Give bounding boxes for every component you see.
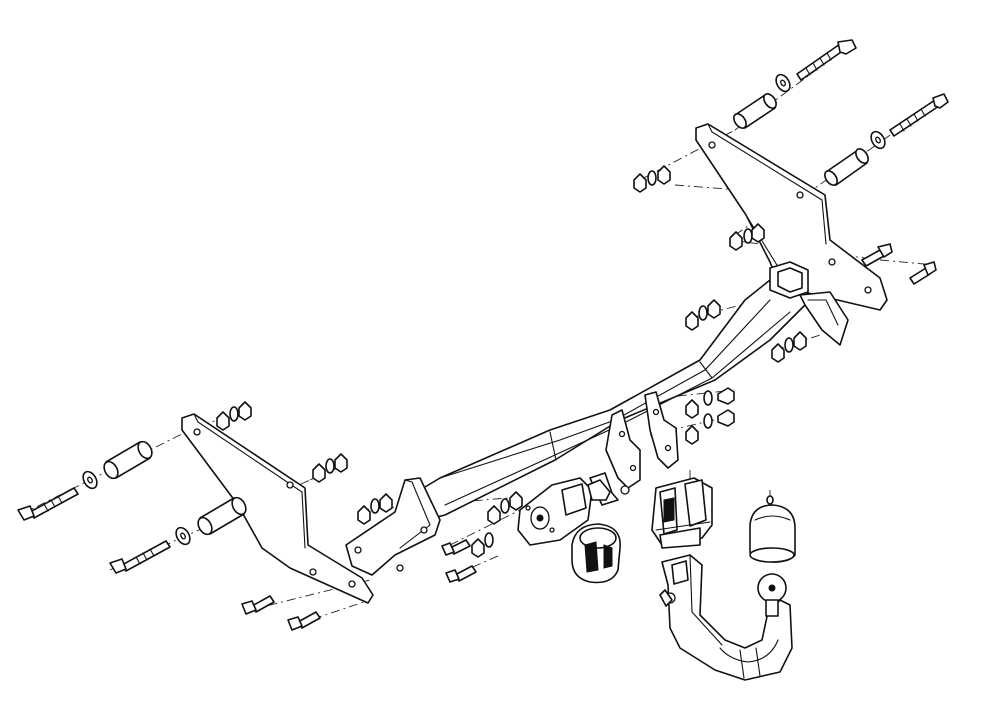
nut-set-right-mid xyxy=(729,223,765,251)
center-bolt-set xyxy=(685,387,735,445)
long-bolt-upper-right xyxy=(796,39,857,81)
ball-cover xyxy=(749,495,796,563)
spacer-tube-upper-left xyxy=(103,440,153,480)
tow-ball-neck xyxy=(659,554,793,681)
left-end-plate xyxy=(345,477,441,576)
nut-set-center xyxy=(487,491,523,525)
spacer-tube-upper-right xyxy=(733,93,777,129)
long-bolt-upper-left xyxy=(17,487,79,521)
short-bolt-right-lower xyxy=(909,261,937,285)
socket-plate xyxy=(517,477,611,546)
electrical-socket xyxy=(571,523,621,584)
long-bolt-lower-right xyxy=(889,93,949,137)
bracket-right xyxy=(695,123,888,311)
short-bolt-center-upper xyxy=(441,539,471,556)
short-bolt-left-lower xyxy=(287,611,321,631)
nut-set-left-mid xyxy=(312,453,348,483)
nut-set-center-low xyxy=(471,532,494,558)
spacer-tube-lower-left xyxy=(197,496,247,536)
nut-set-right-bottom xyxy=(771,331,807,363)
long-bolt-lower-left xyxy=(109,540,171,574)
nut-set-center-left xyxy=(357,493,393,525)
nut-set-right-low xyxy=(685,299,721,331)
short-bolt-right-upper xyxy=(861,243,893,267)
short-bolt-center-lower xyxy=(445,565,477,583)
nut-set-left-top xyxy=(216,401,252,431)
receiver-lock xyxy=(651,477,713,549)
short-bolt-left-upper xyxy=(241,595,275,615)
bracket-left xyxy=(181,413,374,604)
spacer-tube-lower-right xyxy=(824,148,869,186)
nut-set-right-top xyxy=(633,165,671,193)
